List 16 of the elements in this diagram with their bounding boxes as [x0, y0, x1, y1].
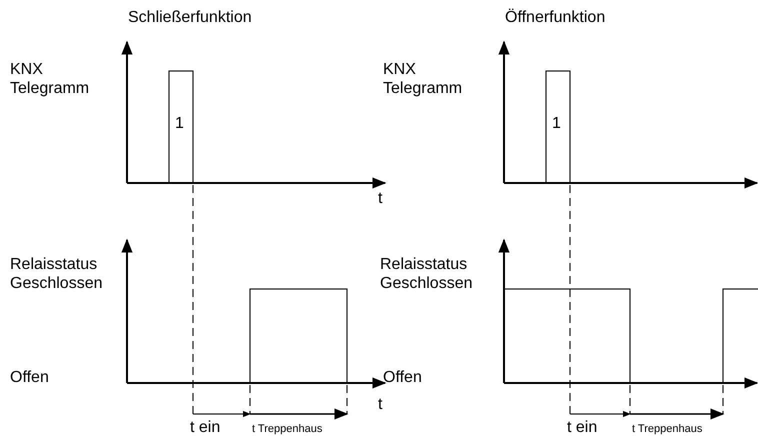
- time-span-label: t Treppenhaus: [252, 423, 322, 436]
- pulse-value: 1: [552, 114, 561, 133]
- time-axis-label: t: [378, 189, 382, 208]
- time-label: t ein: [190, 418, 220, 436]
- time-label: t ein: [567, 418, 598, 436]
- time-span-label: t Treppenhaus: [632, 423, 702, 436]
- axis-label: Offen: [383, 368, 422, 387]
- pulse-value: 1: [175, 114, 184, 133]
- axis-label: KNX Telegramm: [383, 60, 464, 98]
- axis-label: KNX Telegramm: [10, 60, 90, 98]
- panel-title: Öffnerfunktion: [505, 8, 606, 27]
- axis-label: Offen: [10, 368, 49, 387]
- panel-title: Schließerfunktion: [128, 8, 252, 27]
- time-axis-label: t: [378, 395, 382, 414]
- axis-label: Relaisstatus Geschlossen: [380, 255, 474, 293]
- axis-label: Relaisstatus Geschlossen: [10, 255, 104, 293]
